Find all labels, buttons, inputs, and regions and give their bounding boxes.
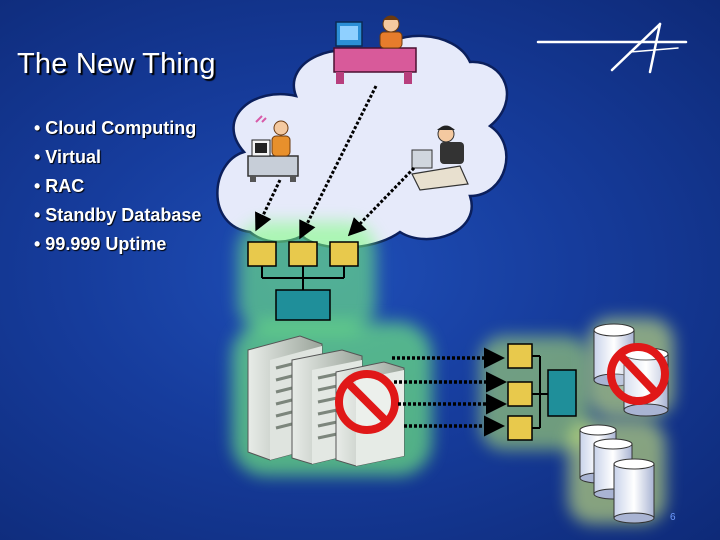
cloud-shape [216,34,509,249]
network-node [507,381,533,407]
bullet-item: • 99.999 Uptime [34,234,167,254]
bullet-item: • Virtual [34,147,101,167]
network-node [507,343,533,369]
connector-lines [255,85,416,240]
page-number: 6 [670,512,676,523]
network-node [507,415,533,441]
no-entry-icon [607,343,669,405]
slide-title: The New Thing [17,48,216,80]
network-diagram-top [247,241,359,321]
network-node [247,241,277,267]
network-node [329,241,359,267]
network-switch [275,289,331,321]
bullet-item: • Standby Database [34,205,202,225]
desktop-user-icon [333,15,417,84]
network-node [288,241,318,267]
network-diagram-standby [507,343,577,441]
desktop-user-icon [247,115,299,182]
replication-arrows [392,347,507,437]
network-switch [547,369,577,417]
database-cylinder-icon [613,458,655,524]
no-entry-icon [335,370,399,434]
bullet-item: • Cloud Computing [34,118,197,138]
lockheed-star-logo [536,22,688,74]
database-cylinder-icon [593,438,633,500]
laptop-user-icon [411,125,469,191]
bullet-item: • RAC [34,176,85,196]
bullet-list: • Cloud Computing • Virtual • RAC • Stan… [34,114,201,259]
